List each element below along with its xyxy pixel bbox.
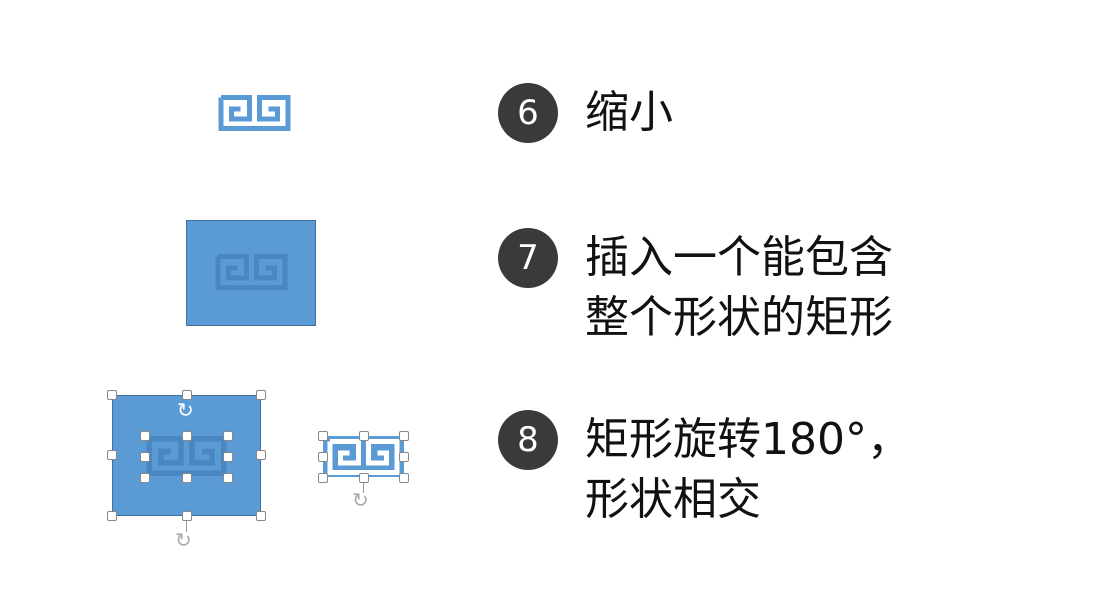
step-text: 矩形旋转180°， bbox=[585, 414, 911, 465]
resize-handle[interactable] bbox=[107, 511, 117, 521]
step-text: 整个形状的矩形 bbox=[585, 292, 893, 343]
intersected-meander bbox=[327, 439, 400, 475]
resize-handle[interactable] bbox=[182, 431, 192, 441]
resize-handle[interactable] bbox=[318, 473, 328, 483]
resize-handle[interactable] bbox=[223, 452, 233, 462]
resize-handle[interactable] bbox=[256, 450, 266, 460]
step-number-badge: 7 bbox=[498, 228, 558, 288]
selected-meander[interactable] bbox=[145, 436, 228, 476]
resize-handle[interactable] bbox=[223, 431, 233, 441]
step-text: 形状相交 bbox=[585, 474, 761, 525]
step-text: 缩小 bbox=[585, 87, 673, 138]
resize-handle[interactable] bbox=[140, 431, 150, 441]
selected-rectangle[interactable] bbox=[112, 395, 261, 516]
resize-handle[interactable] bbox=[256, 511, 266, 521]
small-meander-shape bbox=[218, 95, 291, 131]
resize-handle[interactable] bbox=[359, 431, 369, 441]
resize-handle[interactable] bbox=[107, 450, 117, 460]
resize-handle[interactable] bbox=[399, 452, 409, 462]
resize-handle[interactable] bbox=[182, 511, 192, 521]
resize-handle[interactable] bbox=[318, 452, 328, 462]
meander-inside-rectangle bbox=[215, 254, 288, 290]
resize-handle[interactable] bbox=[107, 390, 117, 400]
resize-handle[interactable] bbox=[399, 473, 409, 483]
resize-handle[interactable] bbox=[399, 431, 409, 441]
resize-handle[interactable] bbox=[256, 390, 266, 400]
resize-handle[interactable] bbox=[318, 431, 328, 441]
resize-handle[interactable] bbox=[140, 473, 150, 483]
step-number-badge: 6 bbox=[498, 83, 558, 143]
rotate-icon[interactable]: ↻ bbox=[175, 528, 192, 552]
resize-handle[interactable] bbox=[182, 390, 192, 400]
rotate-icon[interactable]: ↻ bbox=[352, 488, 369, 512]
container-rectangle bbox=[186, 220, 316, 326]
resize-handle[interactable] bbox=[182, 473, 192, 483]
resize-handle[interactable] bbox=[223, 473, 233, 483]
rotate-icon[interactable]: ↻ bbox=[177, 398, 194, 422]
resize-handle[interactable] bbox=[140, 452, 150, 462]
resize-handle[interactable] bbox=[359, 473, 369, 483]
step-number-badge: 8 bbox=[498, 410, 558, 470]
step-text: 插入一个能包含 bbox=[585, 232, 893, 283]
